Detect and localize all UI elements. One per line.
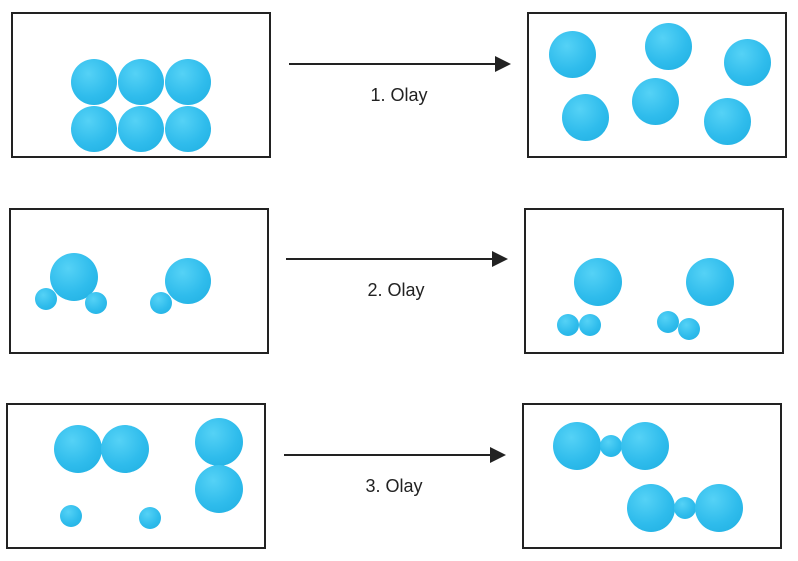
particle [657, 311, 679, 333]
particle [139, 507, 161, 529]
particle [695, 484, 743, 532]
event-1-before-box [11, 12, 271, 158]
event-2-before-box [9, 208, 269, 354]
particle [35, 288, 57, 310]
particle [579, 314, 601, 336]
particle [632, 78, 679, 125]
particle [85, 292, 107, 314]
particle [686, 258, 734, 306]
particle [574, 258, 622, 306]
particle [195, 465, 243, 513]
particle [627, 484, 675, 532]
particle [118, 59, 164, 105]
particle [165, 106, 211, 152]
particle [71, 106, 117, 152]
particle [557, 314, 579, 336]
particle [101, 425, 149, 473]
particle [71, 59, 117, 105]
particle [150, 292, 172, 314]
event-3-before-box [6, 403, 266, 549]
particle [724, 39, 771, 86]
event-3-arrow [284, 447, 506, 463]
event-2-label: 2. Olay [367, 280, 425, 300]
particle [704, 98, 751, 145]
particle [674, 497, 696, 519]
event-2-after-box [524, 208, 784, 354]
event-3-after-box [522, 403, 782, 549]
event-1-arrow [289, 56, 511, 72]
particle [165, 258, 211, 304]
event-1-after-box [527, 12, 787, 158]
event-3-label: 3. Olay [365, 476, 423, 496]
particle [645, 23, 692, 70]
particle [54, 425, 102, 473]
particle [118, 106, 164, 152]
particle [553, 422, 601, 470]
event-1-label: 1. Olay [370, 85, 428, 105]
particle [165, 59, 211, 105]
particle [549, 31, 596, 78]
particle [621, 422, 669, 470]
particle [600, 435, 622, 457]
particle [195, 418, 243, 466]
event-2-arrow [286, 251, 508, 267]
particle [562, 94, 609, 141]
particle [60, 505, 82, 527]
particle [678, 318, 700, 340]
